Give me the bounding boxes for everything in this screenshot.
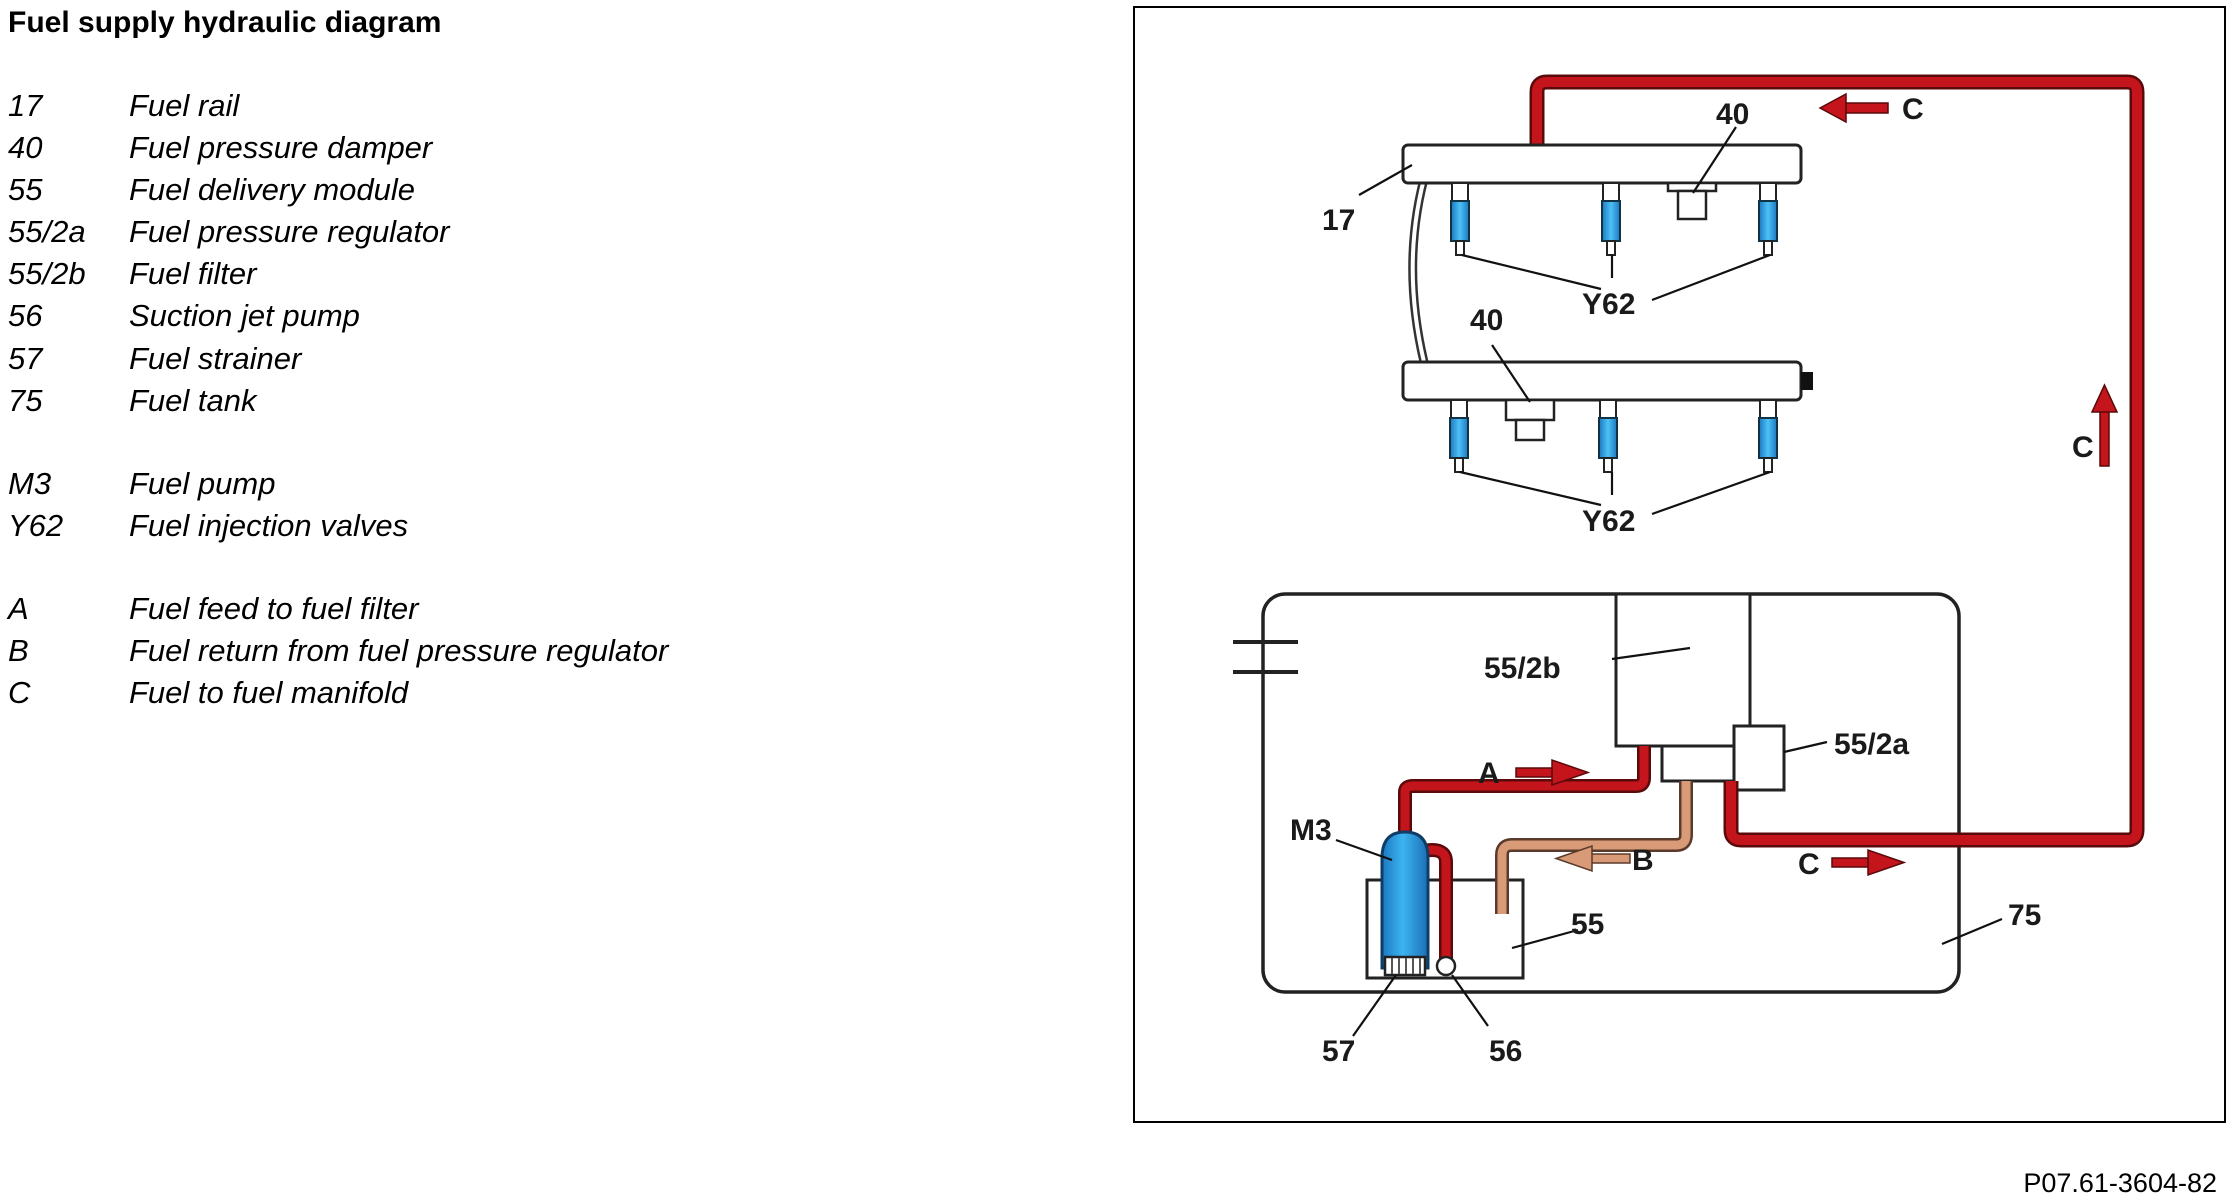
label-injectors-top: Y62 (1582, 288, 1635, 321)
label-flow-c-bottom: C (1798, 848, 1820, 881)
label-damper-top: 40 (1716, 98, 1749, 131)
legend-code: M3 (8, 466, 52, 501)
legend-code: 75 (8, 383, 43, 418)
legend-desc: Fuel to fuel manifold (129, 675, 409, 710)
legend-code: 55/2b (8, 256, 86, 291)
flow-arrow-c-right (2090, 383, 2119, 467)
fuel-feed-line (1400, 746, 1649, 838)
rail-connecting-hose (1410, 167, 1429, 363)
injector (1450, 200, 1470, 242)
label-fuel-filter: 55/2b (1484, 652, 1561, 685)
legend-code: C (8, 675, 31, 710)
page-title: Fuel supply hydraulic diagram (8, 6, 442, 39)
flow-arrow-c-top (1818, 92, 1889, 124)
fuel-pressure-damper-upper (1666, 181, 1718, 221)
label-fuel-pump: M3 (1290, 814, 1332, 847)
injector-group-upper (1450, 182, 1778, 256)
legend-desc: Fuel filter (129, 256, 257, 291)
regulator-housing (1732, 724, 1786, 792)
legend-code: 55 (8, 172, 43, 207)
fuel-rail-lower (1401, 360, 1803, 402)
legend-desc: Fuel strainer (129, 341, 302, 376)
injector (1601, 200, 1621, 242)
fuel-supply-line (1532, 77, 2142, 845)
label-flow-a: A (1478, 757, 1500, 790)
legend-code: 56 (8, 298, 43, 333)
label-fuel-rail: 17 (1322, 204, 1355, 237)
injector (1758, 417, 1778, 459)
label-damper-bottom: 40 (1470, 304, 1503, 337)
legend-desc: Fuel pressure damper (129, 130, 433, 165)
legend-code: 17 (8, 88, 43, 123)
label-regulator: 55/2a (1834, 728, 1909, 761)
legend-desc: Fuel pressure regulator (129, 214, 450, 249)
label-flow-c-top: C (1902, 93, 1924, 126)
legend-desc: Fuel rail (129, 88, 240, 123)
legend-code: 55/2a (8, 214, 86, 249)
label-injectors-bottom: Y62 (1582, 505, 1635, 538)
fuel-filter (1614, 592, 1752, 748)
fuel-rail-upper (1401, 143, 1803, 185)
legend-desc: Suction jet pump (129, 298, 360, 333)
leader-lines (1335, 126, 2003, 1037)
fuel-return-line (1497, 781, 1691, 914)
legend-code: B (8, 633, 29, 668)
legend-desc: Fuel delivery module (129, 172, 416, 207)
legend-desc: Fuel pump (129, 466, 276, 501)
legend-desc: Fuel injection valves (129, 508, 409, 543)
flow-arrow-b (1553, 844, 1631, 873)
legend-code: 40 (8, 130, 43, 165)
injector (1758, 200, 1778, 242)
label-flow-c-right: C (2072, 431, 2094, 464)
figure-reference: P07.61-3604-82 (2023, 1168, 2217, 1198)
fuel-pressure-damper-lower (1504, 398, 1556, 442)
rail-end-cap (1801, 372, 1813, 390)
label-jet-pump: 56 (1489, 1035, 1522, 1068)
injector-group-lower (1449, 399, 1778, 473)
fuel-pressure-regulator (1660, 744, 1736, 783)
flow-arrow-c-bottom (1831, 848, 1907, 877)
strainer-mesh (1391, 958, 1421, 974)
injector (1598, 417, 1618, 459)
label-flow-b: B (1632, 844, 1654, 877)
label-module: 55 (1571, 908, 1604, 941)
legend-desc: Fuel return from fuel pressure regulator (129, 633, 669, 668)
label-tank: 75 (2008, 899, 2041, 932)
legend-code: 57 (8, 341, 43, 376)
legend-desc: Fuel feed to fuel filter (129, 591, 419, 626)
label-strainer: 57 (1322, 1035, 1355, 1068)
flow-arrow-a (1515, 758, 1591, 787)
diagram-frame (1133, 6, 2226, 1123)
suction-jet-pump (1435, 955, 1457, 977)
legend-code: Y62 (8, 508, 64, 543)
injector (1449, 417, 1469, 459)
fuel-pump (1380, 830, 1430, 970)
legend-code: A (8, 591, 29, 626)
legend-desc: Fuel tank (129, 383, 257, 418)
